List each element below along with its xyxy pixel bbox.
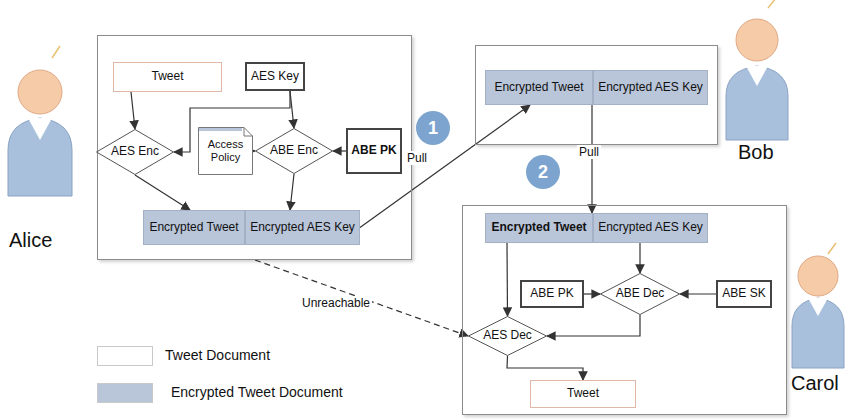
- key-box: ABE PK: [346, 128, 402, 174]
- arrow-connector: [333, 150, 346, 151]
- arrow-connector: [290, 91, 294, 128]
- callout-circle: [526, 155, 560, 189]
- legend-text: Encrypted Tweet Document: [171, 384, 343, 400]
- arrow-connector: [547, 315, 640, 336]
- person-icon: [792, 243, 844, 368]
- arrow-connector: [131, 92, 135, 129]
- edge-label: Unreachable: [300, 296, 372, 310]
- node-label: Encrypted AES Key: [598, 221, 703, 235]
- node-label: ABE Enc: [270, 144, 318, 158]
- node-label: Encrypted Tweet: [149, 221, 238, 235]
- arrow-connector: [591, 105, 592, 213]
- party-panel: AliceTweetAES KeyAES EncAccess PolicyABE…: [97, 35, 412, 260]
- legend-swatch: [97, 346, 153, 366]
- node-label: AES Dec: [483, 329, 532, 343]
- node-label: Access Policy: [198, 138, 253, 163]
- operation-diamond: ABE Dec: [600, 273, 680, 315]
- node-label: ABE PK: [530, 287, 573, 301]
- callout-number: 1: [416, 111, 450, 145]
- key-box: ABE PK: [520, 280, 584, 308]
- document-box: Tweet: [113, 62, 222, 92]
- encrypted-box: Encrypted Tweet: [143, 210, 245, 245]
- node-label: ABE Dec: [616, 287, 665, 301]
- edge-label: Pull: [577, 145, 601, 159]
- arrow-connector: [135, 175, 190, 210]
- party-name: Carol: [791, 372, 839, 395]
- node-label: Encrypted AES Key: [598, 81, 703, 95]
- arrow-connector: [680, 293, 716, 294]
- callout-circle: [416, 111, 450, 145]
- arrow-connector: [290, 174, 294, 210]
- encrypted-box: Encrypted Tweet: [485, 70, 593, 105]
- operation-diamond: ABE Enc: [255, 128, 333, 174]
- node-label: AES Enc: [111, 145, 159, 159]
- arrow-connector: [507, 356, 583, 380]
- arrow-connector: [506, 243, 508, 316]
- node-label: Encrypted AES Key: [250, 221, 355, 235]
- node-label: ABE PK: [351, 144, 396, 158]
- operation-diamond: AES Enc: [96, 129, 174, 175]
- party-panel: CarolEncrypted TweetEncrypted AES KeyABE…: [462, 205, 787, 415]
- policy-document: Access Policy: [198, 127, 253, 175]
- operation-diamond: AES Dec: [468, 316, 547, 356]
- encrypted-box: Encrypted AES Key: [593, 70, 708, 105]
- person-icon: [726, 0, 788, 140]
- key-box: ABE SK: [716, 280, 772, 308]
- node-label: Tweet: [151, 70, 183, 84]
- key-box: AES Key: [245, 62, 305, 91]
- arrow-connector: [584, 293, 600, 294]
- node-label: Encrypted Tweet: [494, 81, 583, 95]
- callout-number: 2: [526, 155, 560, 189]
- party-name: Alice: [9, 229, 52, 252]
- legend-swatch: [97, 383, 153, 403]
- node-label: Tweet: [567, 387, 599, 401]
- node-label: Encrypted Tweet: [491, 221, 586, 235]
- person-icon: [8, 46, 72, 196]
- document-box: Tweet: [530, 380, 636, 408]
- encrypted-box: Encrypted AES Key: [245, 210, 360, 245]
- node-label: AES Key: [251, 70, 299, 84]
- party-panel: BobEncrypted TweetEncrypted AES Key: [475, 45, 718, 145]
- legend-text: Tweet Document: [165, 347, 270, 363]
- node-label: ABE SK: [722, 287, 765, 301]
- edge-label: Pull: [405, 151, 429, 165]
- dashed-connector: [255, 260, 468, 336]
- encrypted-box: Encrypted Tweet: [485, 213, 593, 243]
- arrow-connector: [639, 243, 640, 273]
- encrypted-box: Encrypted AES Key: [593, 213, 708, 243]
- party-name: Bob: [738, 141, 774, 164]
